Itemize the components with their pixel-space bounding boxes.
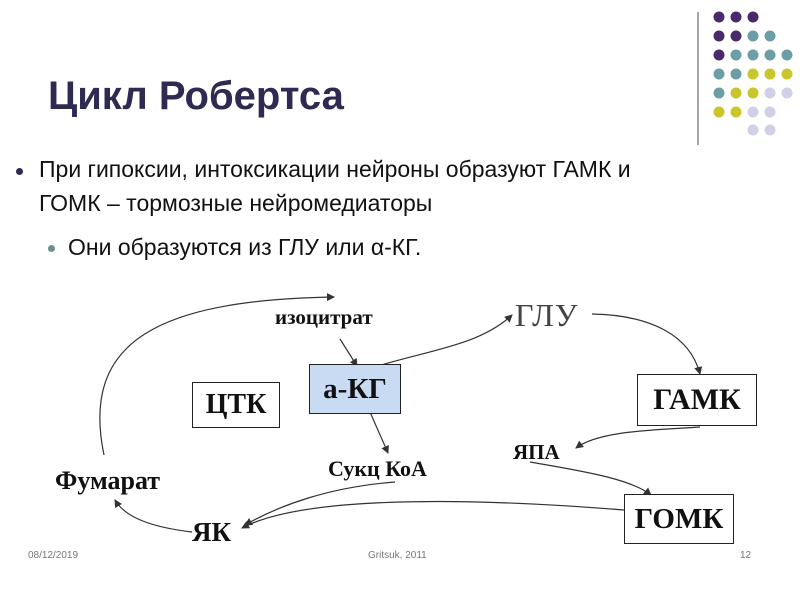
arrow-glu-to-gaba — [591, 313, 703, 375]
node-ssa: ЯПА — [513, 440, 560, 464]
node-akg: а-КГ — [309, 364, 401, 414]
node-ghb: ГОМК — [624, 494, 734, 544]
bullet-text-1: При гипоксии, интоксикации нейроны образ… — [39, 156, 631, 216]
decorative-dot-grid — [713, 11, 793, 136]
arrow-succcoa-to-succinate — [244, 481, 396, 526]
arrow-succinate-to-fumarate — [114, 499, 193, 533]
node-isocitrate: изоцитрат — [275, 305, 373, 329]
dot-row-7 — [747, 124, 776, 136]
dot-row-3 — [713, 49, 793, 61]
bullet-marker-2 — [48, 245, 55, 252]
dot-row-6 — [713, 106, 776, 118]
node-tca: ЦТК — [192, 382, 280, 428]
dot-row-4 — [713, 68, 793, 80]
node-succinate: ЯК — [192, 517, 232, 547]
node-succcoa: Сукц КоА — [328, 456, 427, 481]
dot-row-1 — [713, 11, 759, 23]
arrow-fumarate-to-isocitrate — [99, 293, 335, 456]
dot-row-2 — [713, 30, 776, 42]
node-glu: ГЛУ — [515, 297, 579, 333]
divider-vertical — [697, 12, 699, 145]
footer-author: Gritsuk, 2011 — [368, 550, 427, 561]
arrow-ssa-to-ghb — [529, 461, 652, 496]
footer-page-number: 12 — [740, 550, 752, 561]
arrow-gaba-to-ssa — [575, 426, 701, 449]
arrow-isocitrate-to-akg — [339, 338, 358, 367]
footer-date: 08/12/2019 — [28, 550, 79, 561]
bullet-marker-1 — [16, 168, 23, 175]
slide-title: Цикл Робертса — [48, 74, 344, 118]
arrow-akg-to-glu — [377, 314, 513, 367]
dot-row-5 — [713, 87, 793, 99]
bullet-text-2: Они образуются из ГЛУ или α-КГ. — [68, 234, 422, 260]
node-fumarate: Фумарат — [55, 466, 161, 495]
arrow-akg-to-succcoa — [369, 411, 389, 454]
node-gaba: ГАМК — [637, 374, 757, 426]
arrow-ghb-to-succinate — [241, 500, 625, 529]
